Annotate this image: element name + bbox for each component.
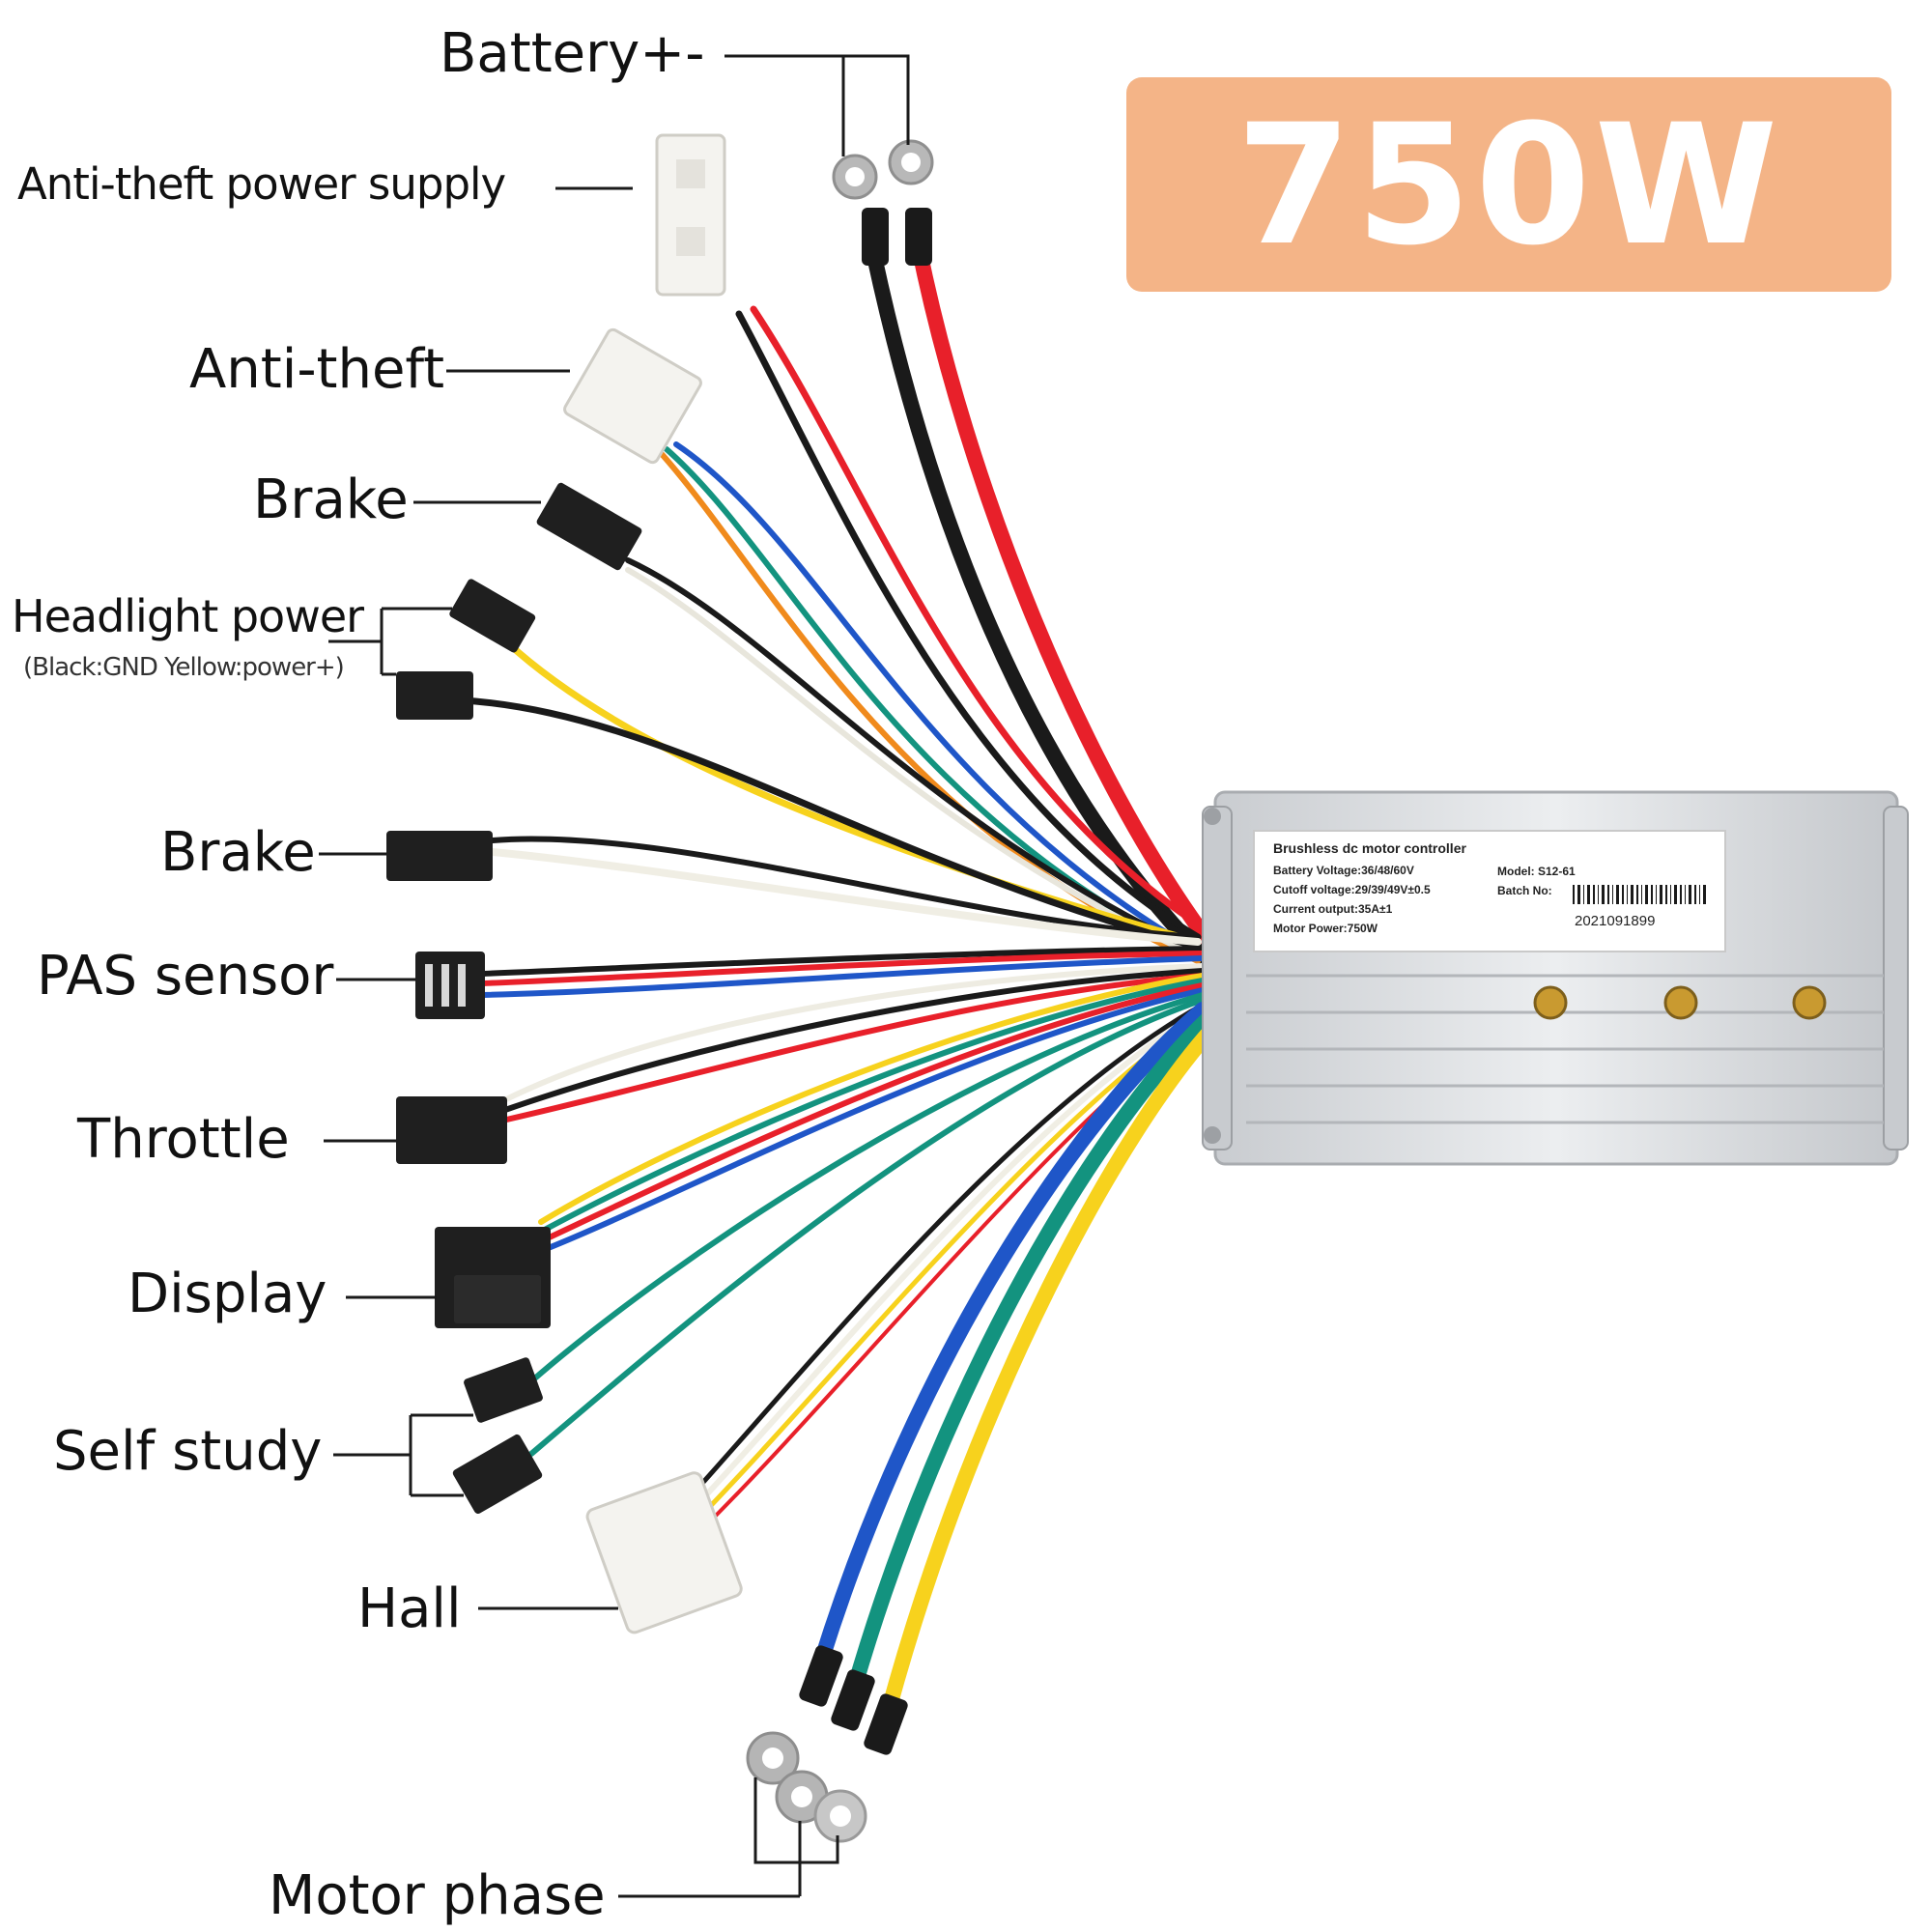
battery-negative-terminal: [832, 154, 889, 266]
label-brake-1: Brake: [253, 469, 409, 531]
bolt-1: [1533, 985, 1568, 1020]
pas-black-wire: [480, 946, 1206, 977]
self-study-connector-2: [452, 1434, 543, 1515]
battery-positive-terminal: [888, 139, 934, 266]
phase-blue-terminal: [746, 1645, 843, 1785]
display-connector: [435, 1227, 551, 1328]
headlight-black-wire: [460, 696, 1202, 951]
phase-yellow-terminal: [813, 1693, 908, 1843]
connectors: [386, 133, 934, 1843]
power-rating-badge: 750W: [1126, 77, 1891, 292]
screw-2: [1204, 1126, 1221, 1144]
headlight-connector-2: [396, 671, 473, 720]
brake2-connector: [386, 831, 493, 881]
leader-lines: [319, 54, 910, 1898]
anti-theft-supply-black-wire: [735, 310, 1202, 941]
label-display: Display: [128, 1263, 327, 1325]
label-motor-phase: Motor phase: [269, 1864, 606, 1927]
controller-current-output: Current output:35A±1: [1273, 902, 1393, 916]
controller-title: Brushless dc motor controller: [1273, 840, 1466, 856]
label-pas-sensor: PAS sensor: [37, 945, 334, 1008]
hall-white-wire: [688, 1007, 1206, 1515]
display-green-wire: [538, 978, 1206, 1235]
power-rating-text: 750W: [1236, 87, 1782, 282]
label-self-study: Self study: [53, 1420, 323, 1483]
self-study-connector-1: [464, 1357, 543, 1423]
label-hall: Hall: [357, 1577, 462, 1640]
throttle-connector: [396, 1096, 507, 1164]
throttle-black-wire: [499, 968, 1206, 1114]
motor-controller: Brushless dc motor controller Battery Vo…: [1202, 790, 1909, 1166]
screw-1: [1204, 808, 1221, 825]
display-red-wire: [538, 982, 1206, 1244]
hall-yellow-wire: [697, 1011, 1206, 1520]
throttle-red-wire: [499, 973, 1206, 1123]
controller-battery-voltage: Battery Voltage:36/48/60V: [1273, 864, 1414, 877]
pas-blue-wire: [480, 955, 1206, 998]
headlight-connector-1: [449, 579, 536, 653]
self-study-green-wire-2: [528, 997, 1206, 1457]
label-throttle: Throttle: [77, 1108, 290, 1171]
anti-theft-supply-red-wire: [750, 305, 1207, 931]
self-study-green-wire-1: [528, 992, 1206, 1384]
anti-theft-connector: [563, 327, 702, 465]
brake2-white-wire: [489, 848, 1202, 946]
display-blue-wire: [538, 987, 1206, 1254]
controller-motor-power: Motor Power:750W: [1273, 922, 1378, 935]
bolt-2: [1663, 985, 1698, 1020]
display-yellow-wire: [538, 973, 1206, 1225]
label-headlight-note: (Black:GND Yellow:power+): [23, 653, 345, 682]
hall-connector: [585, 1471, 743, 1634]
anti-theft-supply-connector: [655, 133, 726, 297]
brake1-white-wire: [625, 567, 1201, 959]
controller-batch-label: Batch No:: [1497, 884, 1552, 897]
bolt-3: [1792, 985, 1827, 1020]
brake1-connector: [536, 482, 642, 571]
anti-theft-blue-wire: [673, 441, 1201, 954]
phase-blue-wire: [813, 1002, 1210, 1669]
label-headlight-power: Headlight power: [12, 590, 364, 642]
label-anti-theft-power-supply: Anti-theft power supply: [17, 158, 506, 210]
label-battery: Battery+-: [440, 22, 705, 85]
brake1-black-wire: [625, 557, 1201, 954]
pas-red-wire: [480, 951, 1206, 986]
brake2-black-wire: [490, 836, 1201, 940]
controller-model: Model: S12-61: [1497, 865, 1576, 878]
phase-yellow-wire: [881, 1021, 1220, 1718]
phase-green-wire: [847, 1011, 1215, 1693]
barcode: [1573, 885, 1706, 904]
label-brake-2: Brake: [160, 821, 316, 884]
pas-connector: [415, 952, 485, 1019]
controller-cutoff-voltage: Cutoff voltage:29/39/49V±0.5: [1273, 883, 1431, 896]
controller-batch-number: 2021091899: [1575, 913, 1655, 929]
hall-black-wire: [678, 1002, 1206, 1510]
label-anti-theft: Anti-theft: [189, 338, 445, 401]
wire-bundle: [460, 234, 1220, 1718]
throttle-white-wire: [499, 963, 1206, 1104]
battery-red-wire: [910, 234, 1220, 954]
